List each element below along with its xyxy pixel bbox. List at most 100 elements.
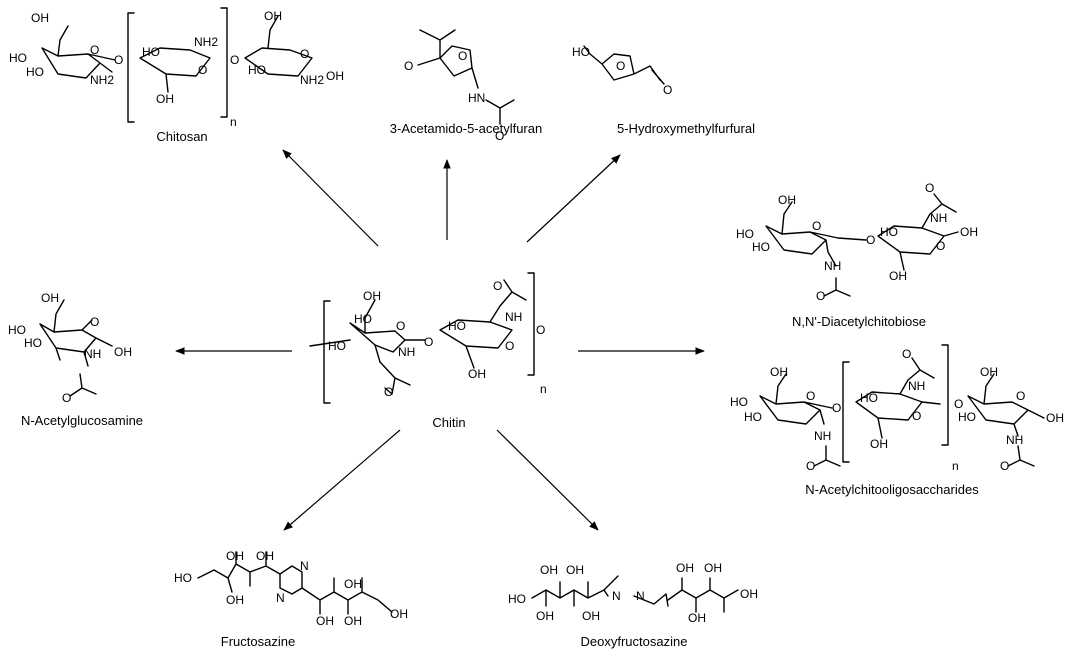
ring-o-label: O [936, 239, 945, 253]
carbonyl-o-label: O [62, 391, 71, 405]
oh-label: OH [889, 269, 907, 283]
ho-label: HO [248, 63, 266, 77]
carbonyl-o-label: O [902, 347, 911, 361]
caption-acetamidoacetylfuran: 3-Acetamido-5-acetylfuran [390, 121, 542, 136]
carbonyl-o-label: O [495, 129, 504, 143]
nh-label: NH [930, 211, 947, 225]
ring-o-label: O [198, 63, 207, 77]
pyrazine-n-label: N [276, 591, 285, 605]
oh-label: OH [363, 289, 381, 303]
pyrazine-n-label: N [300, 559, 309, 573]
nh2-label: NH2 [90, 73, 114, 87]
oh-label: OH [264, 9, 282, 23]
ring-o-label: O [396, 319, 405, 333]
ho-label: HO [26, 65, 44, 79]
oh-label: OH [31, 11, 49, 25]
hmf-structure: HO O O 5-Hydroxymethylfurfural [572, 45, 755, 136]
oh-label: OH [688, 611, 706, 625]
oh-label: OH [316, 614, 334, 628]
nh-label: NH [505, 310, 522, 324]
ho-label: HO [174, 571, 192, 585]
oh-label: OH [980, 365, 998, 379]
oh-label: OH [960, 225, 978, 239]
glycosidic-o-label: O [832, 401, 841, 415]
carbonyl-o-label: O [816, 289, 825, 303]
carbonyl-o-label: O [404, 59, 413, 73]
caption-chitobiose: N,N'-Diacetylchitobiose [792, 314, 926, 329]
ho-label: HO [24, 336, 42, 350]
fructosazine-structure: HO OH OH OH N N OH OH OH OH Fructosazine [174, 549, 408, 649]
oh-label: OH [1046, 411, 1064, 425]
carbonyl-o-label: O [1000, 459, 1009, 473]
ho-label: HO [572, 45, 590, 59]
ring-o-label: O [912, 409, 921, 423]
caption-chitin: Chitin [432, 415, 465, 430]
oh-label: OH [770, 365, 788, 379]
ring-o-label: O [505, 339, 514, 353]
ho-label: HO [508, 592, 526, 606]
oh-label: OH [390, 607, 408, 621]
repeat-n-label: n [952, 459, 959, 473]
oh-label: OH [256, 549, 274, 563]
ho-label: HO [744, 410, 762, 424]
nh2-label: NH2 [300, 73, 324, 87]
nh-label: NH [908, 379, 925, 393]
ho-label: HO [328, 339, 346, 353]
ho-label: HO [142, 45, 160, 59]
carbonyl-o-label: O [925, 181, 934, 195]
caption-chitosan: Chitosan [156, 129, 207, 144]
ring-o-label: O [90, 315, 99, 329]
chitosan-structure: OH HO HO O NH2 O HO NH2 O OH n O OH HO O… [9, 7, 344, 144]
oh-label: OH [778, 193, 796, 207]
ho-label: HO [860, 391, 878, 405]
arrow-to-chitosan [282, 149, 379, 247]
glycosidic-o-label: O [230, 53, 239, 67]
caption-hmf: 5-Hydroxymethylfurfural [617, 121, 755, 136]
ho-label: HO [354, 312, 372, 326]
carbonyl-o-label: O [806, 459, 815, 473]
hn-label: HN [468, 91, 485, 105]
ho-label: HO [752, 240, 770, 254]
chitin-structure: OH HO HO O NH O O HO NH O O OH O n Chiti… [309, 272, 547, 430]
hydrazone-n-label: N [636, 589, 645, 603]
ring-o-label: O [90, 43, 99, 57]
oh-label: OH [676, 561, 694, 575]
nh2-label: NH2 [194, 35, 218, 49]
arrow-to-fructosazine [283, 429, 401, 531]
oh-label: OH [344, 614, 362, 628]
ho-label: HO [9, 51, 27, 65]
oh-label: OH [870, 437, 888, 451]
caption-glcnac: N-Acetylglucosamine [21, 413, 143, 428]
nh-label: NH [814, 429, 831, 443]
caption-deoxyfructosazine: Deoxyfructosazine [581, 634, 688, 649]
ring-o-label: O [812, 219, 821, 233]
nh-label: NH [824, 259, 841, 273]
nh-label: NH [398, 345, 415, 359]
oh-label: OH [156, 92, 174, 106]
ho-label: HO [8, 323, 26, 337]
deoxyfructosazine-structure: HO OH OH OH OH N N OH OH OH OH Deoxyfruc… [508, 561, 758, 649]
repeat-n-label: n [230, 115, 237, 129]
chitooligosaccharides-structure: OH HO HO O NH O O HO NH O O OH n O OH HO… [730, 344, 1064, 497]
glcnac-structure: OH HO HO O OH NH O N-Acetylglucosamine [8, 291, 143, 428]
ho-label: HO [448, 319, 466, 333]
furan-o-label: O [616, 59, 625, 73]
ho-label: HO [730, 395, 748, 409]
glycosidic-o-label: O [114, 53, 123, 67]
oh-label: OH [326, 69, 344, 83]
oh-label: OH [226, 549, 244, 563]
ring-o-label: O [806, 389, 815, 403]
aldehyde-o-label: O [663, 83, 672, 97]
caption-fructosazine: Fructosazine [221, 634, 295, 649]
oh-label: OH [536, 609, 554, 623]
nh-label: NH [84, 347, 101, 361]
repeat-n-label: n [540, 382, 547, 396]
carbonyl-o-label: O [384, 385, 393, 399]
oh-label: OH [468, 367, 486, 381]
oh-label: OH [226, 593, 244, 607]
oh-label: OH [344, 577, 362, 591]
nh-label: NH [1006, 433, 1023, 447]
glycosidic-o-label: O [536, 323, 545, 337]
